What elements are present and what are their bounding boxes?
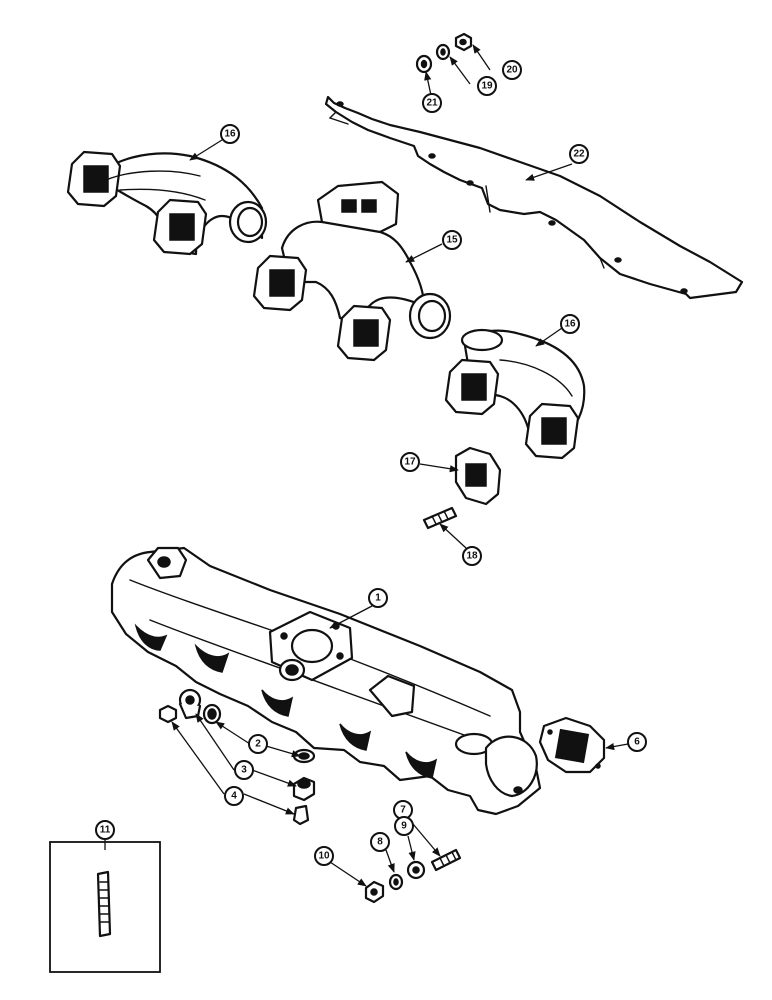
- gasket-6: [538, 716, 606, 774]
- balloon-6: 6: [627, 732, 647, 752]
- balloon-11-label: 11: [100, 825, 111, 836]
- balloon-16-right: 16: [560, 314, 580, 334]
- flat-washer-9: [406, 860, 426, 880]
- stud-18: [422, 506, 458, 530]
- exhaust-manifold-section-16-right: [444, 328, 586, 460]
- balloon-10: 10: [314, 846, 334, 866]
- plug-3-upper: [178, 688, 202, 720]
- exhaust-manifold-section-16-left: [66, 150, 268, 256]
- balloon-8-label: 8: [377, 837, 383, 848]
- balloon-1-label: 1: [375, 593, 381, 604]
- balloon-18-label: 18: [466, 551, 478, 562]
- heat-shield-bracket-22: [324, 95, 744, 300]
- balloon-3: 3: [234, 760, 254, 780]
- lock-washer-19: [435, 43, 451, 61]
- exhaust-manifold-1: [110, 546, 542, 816]
- balloon-15-label: 15: [446, 235, 458, 246]
- balloon-18: 18: [462, 546, 482, 566]
- balloon-9: 9: [394, 816, 414, 836]
- nut-10: [364, 880, 385, 904]
- gasket-17: [454, 446, 502, 506]
- fitting-4-upper: [158, 704, 178, 724]
- stud-7: [430, 848, 462, 872]
- nut-20: [454, 32, 473, 52]
- balloon-20-label: 20: [506, 65, 518, 76]
- balloon-10-label: 10: [318, 851, 330, 862]
- balloon-16-left-label: 16: [224, 129, 236, 140]
- lock-washer-8: [388, 873, 404, 891]
- washer-2-lower: [292, 748, 316, 764]
- balloon-7-label: 7: [400, 805, 406, 816]
- balloon-19: 19: [477, 76, 497, 96]
- leader-lines: [104, 44, 629, 887]
- balloon-22: 22: [569, 144, 589, 164]
- balloon-2-label: 2: [255, 739, 261, 750]
- balloon-17-label: 17: [404, 457, 416, 468]
- balloon-21-label: 21: [426, 98, 438, 109]
- washer-2-upper: [202, 703, 222, 725]
- inset-box-11: [49, 841, 161, 973]
- plug-3-lower: [292, 776, 316, 802]
- balloon-4-label: 4: [231, 791, 237, 802]
- fitting-4-lower: [292, 804, 310, 826]
- balloon-22-label: 22: [573, 149, 585, 160]
- balloon-4: 4: [224, 786, 244, 806]
- balloon-2: 2: [248, 734, 268, 754]
- balloon-16-left: 16: [220, 124, 240, 144]
- balloon-19-label: 19: [481, 81, 493, 92]
- balloon-6-label: 6: [634, 737, 640, 748]
- balloon-21: 21: [422, 93, 442, 113]
- balloon-20: 20: [502, 60, 522, 80]
- balloon-17: 17: [400, 452, 420, 472]
- balloon-16-right-label: 16: [564, 319, 576, 330]
- exhaust-manifold-section-15-center: [252, 180, 452, 362]
- balloon-3-label: 3: [241, 765, 247, 776]
- balloon-15: 15: [442, 230, 462, 250]
- balloon-11: 11: [95, 820, 115, 840]
- balloon-1: 1: [368, 588, 388, 608]
- flat-washer-21: [415, 54, 433, 74]
- balloon-8: 8: [370, 832, 390, 852]
- balloon-9-label: 9: [401, 821, 407, 832]
